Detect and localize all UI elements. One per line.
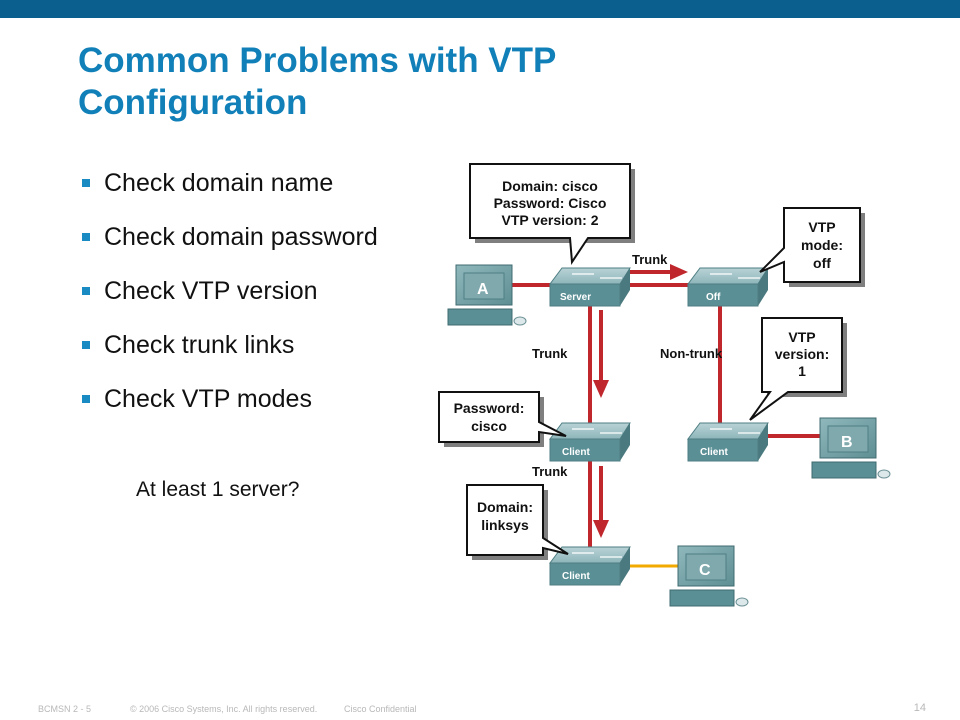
link-label-trunk-bottom: Trunk bbox=[532, 464, 568, 479]
pc-b-icon: B bbox=[811, 417, 891, 479]
switch-label: Client bbox=[562, 571, 590, 582]
arrow-down-icon bbox=[593, 310, 609, 398]
link-label-trunk-top: Trunk bbox=[632, 252, 668, 267]
bullet-text: Check trunk links bbox=[104, 331, 295, 359]
callout-line: off bbox=[813, 255, 831, 271]
bullet-item: Check domain password bbox=[80, 222, 420, 252]
pc-a-icon: A bbox=[447, 264, 527, 326]
pc-label: C bbox=[699, 562, 711, 579]
slide-title: Common Problems with VTP Configuration bbox=[78, 40, 718, 124]
callout-line: VTP bbox=[788, 329, 815, 345]
bullet-square-icon bbox=[82, 233, 90, 241]
bullet-square-icon bbox=[82, 341, 90, 349]
callout-password-cisco: Password: cisco bbox=[438, 391, 567, 447]
pc-label: B bbox=[841, 434, 853, 451]
bullet-text: Check VTP modes bbox=[104, 385, 312, 413]
switch-label: Server bbox=[560, 292, 591, 303]
switch-client-left: Client bbox=[549, 422, 631, 462]
callout-vtp-mode-off: VTP mode: off bbox=[759, 207, 865, 287]
bullet-text: Check domain password bbox=[104, 223, 378, 251]
switch-client-right: Client bbox=[687, 422, 769, 462]
pc-label: A bbox=[477, 281, 489, 298]
bullet-list: Check domain name Check domain password … bbox=[80, 168, 420, 438]
bullet-item: Check domain name bbox=[80, 168, 420, 198]
bullet-text: Check VTP version bbox=[104, 277, 318, 305]
bullet-square-icon bbox=[82, 287, 90, 295]
callout-line: mode: bbox=[801, 237, 843, 253]
footer-course-code: BCMSN 2 - 5 bbox=[38, 704, 92, 714]
title-line-1: Common Problems with VTP bbox=[78, 41, 557, 80]
callout-vtp-version-1: VTP version: 1 bbox=[749, 317, 847, 421]
bullet-square-icon bbox=[82, 395, 90, 403]
callout-line: Domain: bbox=[477, 499, 533, 515]
callout-line: Password: Cisco bbox=[494, 195, 607, 211]
switch-client-bottom: Client bbox=[549, 546, 631, 586]
callout-line: 1 bbox=[798, 363, 806, 379]
callout-line: Domain: cisco bbox=[502, 178, 598, 194]
callout-line: cisco bbox=[471, 418, 507, 434]
switch-off: Off bbox=[687, 267, 769, 307]
footer-confidential: Cisco Confidential bbox=[344, 704, 417, 714]
footer-copyright: © 2006 Cisco Systems, Inc. All rights re… bbox=[130, 704, 318, 714]
top-banner bbox=[0, 0, 960, 18]
callout-line: Password: bbox=[454, 400, 525, 416]
sub-bullet: At least 1 server? bbox=[136, 478, 300, 501]
callout-line: VTP bbox=[808, 219, 835, 235]
link-label-non-trunk: Non-trunk bbox=[660, 346, 723, 361]
callout-domain-linksys: Domain: linksys bbox=[466, 484, 569, 560]
pc-c-icon: C bbox=[669, 545, 749, 607]
switch-label: Client bbox=[700, 447, 728, 458]
callout-line: VTP version: 2 bbox=[501, 212, 598, 228]
callout-domain-cisco: Domain: cisco Password: Cisco VTP versio… bbox=[469, 163, 635, 265]
callout-line: version: bbox=[775, 346, 829, 362]
arrow-down-icon bbox=[593, 466, 609, 538]
switch-server: Server bbox=[549, 267, 631, 307]
bullet-item: Check trunk links bbox=[80, 330, 420, 360]
bullet-text: Check domain name bbox=[104, 169, 334, 197]
bullet-item: Check VTP version bbox=[80, 276, 420, 306]
switch-label: Off bbox=[706, 292, 721, 303]
callout-line: linksys bbox=[481, 517, 529, 533]
link-label-trunk-left: Trunk bbox=[532, 346, 568, 361]
bullet-square-icon bbox=[82, 179, 90, 187]
title-line-2: Configuration bbox=[78, 83, 308, 122]
switch-label: Client bbox=[562, 447, 590, 458]
page-number: 14 bbox=[913, 702, 926, 714]
bullet-item: Check VTP modes bbox=[80, 384, 420, 414]
